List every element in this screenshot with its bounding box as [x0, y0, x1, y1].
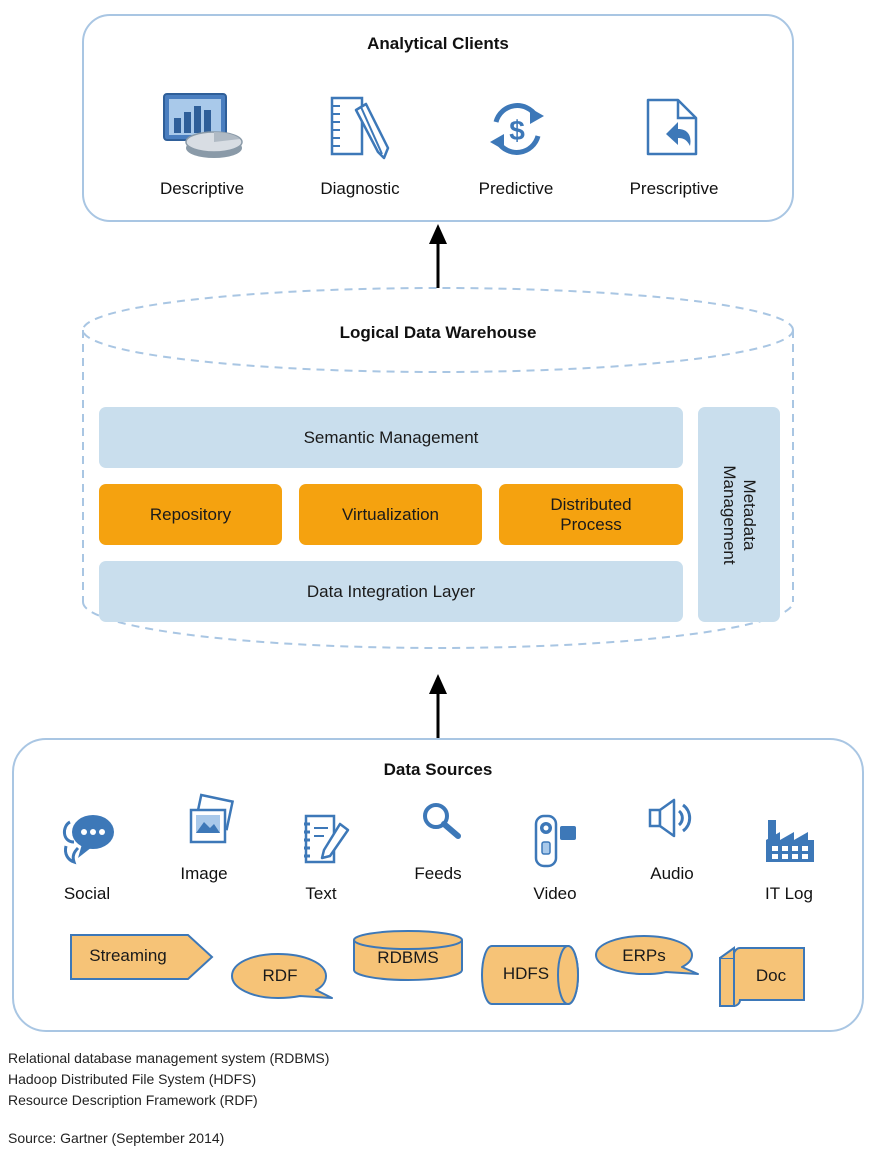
it-log-label: IT Log	[765, 884, 813, 903]
footnote-rdf: Resource Description Framework (RDF)	[8, 1092, 258, 1108]
warehouse-title: Logical Data Warehouse	[339, 323, 537, 342]
data-sources-title: Data Sources	[383, 760, 493, 779]
hdfs-shape	[481, 945, 579, 1005]
footnote-hdfs: Hadoop Distributed File System (HDFS)	[8, 1071, 257, 1087]
factory-icon	[766, 820, 814, 862]
svg-text:$: $	[509, 115, 525, 146]
semantic-management-label: Semantic Management	[303, 427, 479, 447]
repository-label: Repository	[149, 504, 232, 524]
document-arrow-icon	[646, 98, 698, 156]
bar-chart-pie-icon	[163, 93, 243, 158]
warehouse-cylinder	[82, 287, 794, 649]
rdbms-shape	[353, 930, 463, 981]
analytical-clients-title: Analytical Clients	[367, 34, 509, 53]
dollar-cycle-icon: $	[490, 103, 544, 155]
notepad-pencil-icon	[330, 96, 390, 160]
streaming-label: Streaming	[89, 946, 167, 965]
diagnostic-label: Diagnostic	[320, 179, 400, 198]
audio-label: Audio	[650, 864, 694, 883]
notebook-pencil-icon	[304, 814, 350, 864]
descriptive-label: Descriptive	[159, 179, 245, 198]
social-label: Social	[63, 884, 111, 903]
feeds-label: Feeds	[414, 864, 462, 883]
semantic-management-layer: Semantic Management	[99, 407, 683, 468]
arrow-up-icon	[429, 674, 447, 740]
hdfs-label: HDFS	[502, 964, 550, 983]
virtualization-label: Virtualization	[341, 504, 440, 524]
image-icon	[189, 793, 235, 844]
footnote-source: Source: Gartner (September 2014)	[8, 1130, 225, 1146]
chat-bubble-icon	[63, 815, 114, 865]
video-camera-icon	[534, 814, 576, 868]
rdbms-label: RDBMS	[377, 948, 439, 967]
arrow-up-icon	[429, 224, 447, 288]
image-label: Image	[180, 864, 228, 883]
rdf-shape	[231, 953, 333, 999]
erps-shape	[595, 935, 699, 975]
virtualization-box: Virtualization	[299, 484, 482, 545]
text-label: Text	[305, 884, 337, 903]
video-label: Video	[533, 884, 577, 903]
data-integration-layer: Data Integration Layer	[99, 561, 683, 622]
repository-box: Repository	[99, 484, 282, 545]
erps-label: ERPs	[622, 946, 666, 965]
prescriptive-label: Prescriptive	[629, 179, 719, 198]
streaming-shape	[70, 934, 214, 980]
rdf-label: RDF	[262, 966, 298, 985]
data-integration-label: Data Integration Layer	[306, 581, 476, 601]
magnifier-icon	[423, 803, 461, 839]
doc-shape	[719, 946, 805, 1008]
predictive-label: Predictive	[478, 179, 554, 198]
speaker-icon	[648, 798, 692, 838]
doc-label: Doc	[755, 966, 787, 985]
footnote-rdbms: Relational database management system (R…	[8, 1050, 330, 1066]
